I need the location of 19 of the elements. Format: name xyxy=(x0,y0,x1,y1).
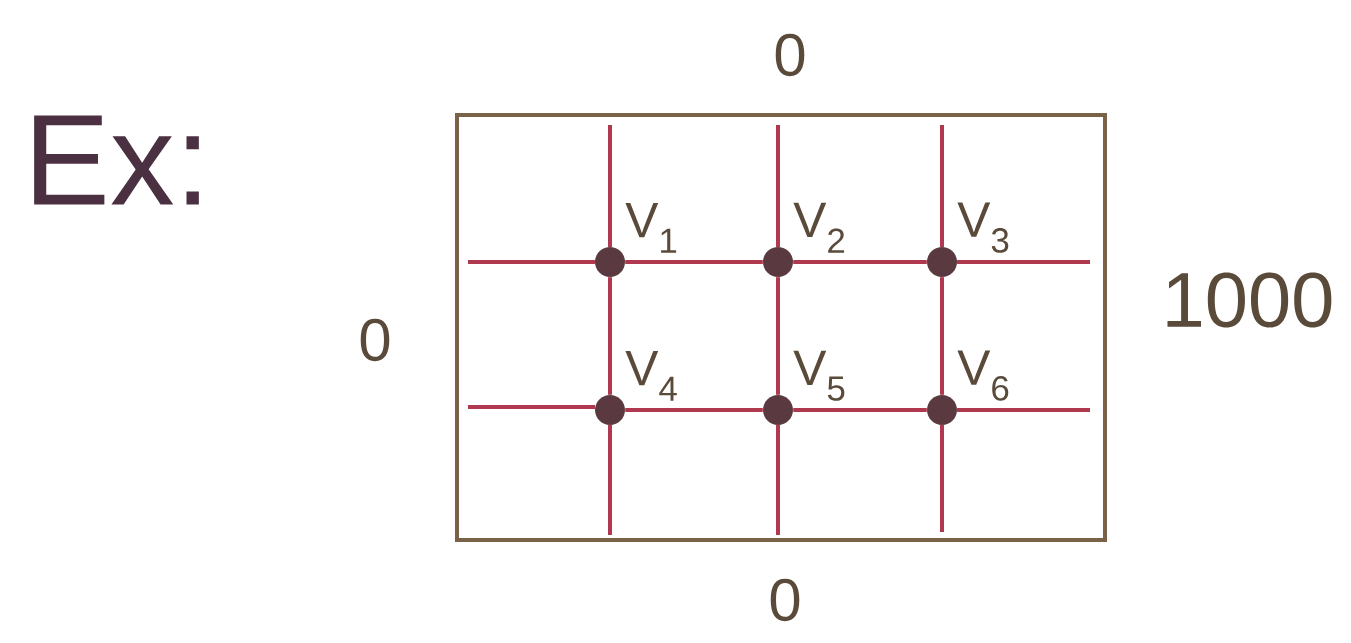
boundary-value: 0 xyxy=(775,33,805,77)
boundary-value: 0 xyxy=(770,578,800,622)
grid-line xyxy=(793,260,927,264)
vertex-label: V$_{1}$ xyxy=(625,203,677,253)
grid-line xyxy=(793,408,927,412)
boundary-value: 1000 xyxy=(1167,272,1332,328)
vertex-label: V$_{2}$ xyxy=(793,202,845,253)
vertex-label: V$_{4}$ xyxy=(625,351,677,401)
grid-line xyxy=(940,277,944,395)
grid-line xyxy=(608,277,612,395)
grid-line xyxy=(776,277,780,395)
grid-line xyxy=(625,260,763,264)
vertex-label: V$_{3}$ xyxy=(957,202,1009,253)
title: Ex: xyxy=(34,115,199,205)
vertex-label: V$_{6}$ xyxy=(957,350,1009,401)
grid-line xyxy=(625,408,763,412)
vertex-label: V$_{5}$ xyxy=(793,350,845,401)
boundary-value: 0 xyxy=(360,318,390,362)
grid-frame xyxy=(455,113,1107,542)
